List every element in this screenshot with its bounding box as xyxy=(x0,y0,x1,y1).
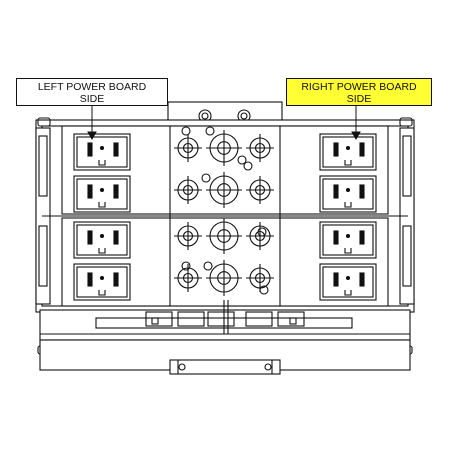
outlets-right xyxy=(319,133,377,301)
left-outlet-2 xyxy=(73,175,131,213)
left-power-board-callout: LEFT POWER BOARD SIDE xyxy=(16,78,168,106)
right-outlet-4 xyxy=(319,263,377,301)
indicator-3 xyxy=(237,155,247,165)
breaker-large-1 xyxy=(206,130,242,166)
center-breakers xyxy=(174,126,274,296)
indicator-8 xyxy=(259,285,269,295)
left-callout-line2: SIDE xyxy=(79,93,105,105)
left-callout-line1: LEFT POWER BOARD xyxy=(37,81,147,93)
breaker-small-right-1 xyxy=(246,134,274,162)
indicator-7 xyxy=(181,261,191,271)
right-callout-line1: RIGHT POWER BOARD xyxy=(301,81,417,93)
right-outlet-2 xyxy=(319,175,377,213)
outlets-left xyxy=(73,133,131,301)
indicator-4 xyxy=(243,161,253,171)
left-outlet-1 xyxy=(73,133,131,171)
right-callout-line2: SIDE xyxy=(346,93,372,105)
breaker-large-2 xyxy=(206,172,242,208)
indicator-5 xyxy=(201,173,211,183)
breaker-large-3 xyxy=(206,218,242,254)
indicator-6 xyxy=(203,261,213,271)
leader-lines xyxy=(87,106,361,141)
left-outlet-4 xyxy=(73,263,131,301)
breaker-small-left-1 xyxy=(174,134,202,162)
breaker-small-left-3 xyxy=(174,222,202,250)
right-outlet-1 xyxy=(319,133,377,171)
right-outlet-3 xyxy=(319,221,377,259)
base-plate xyxy=(39,309,411,341)
right-leader-arrow xyxy=(351,131,361,141)
left-outlet-3 xyxy=(73,221,131,259)
breaker-large-4 xyxy=(206,260,242,296)
breaker-small-left-4 xyxy=(174,264,202,292)
left-leader-arrow xyxy=(87,131,97,141)
indicator-1 xyxy=(181,126,191,136)
breaker-small-left-2 xyxy=(174,176,202,204)
breaker-small-right-2 xyxy=(246,176,274,204)
right-power-board-callout: RIGHT POWER BOARD SIDE xyxy=(286,78,432,106)
indicator-9 xyxy=(257,227,267,237)
indicator-2 xyxy=(205,126,215,136)
